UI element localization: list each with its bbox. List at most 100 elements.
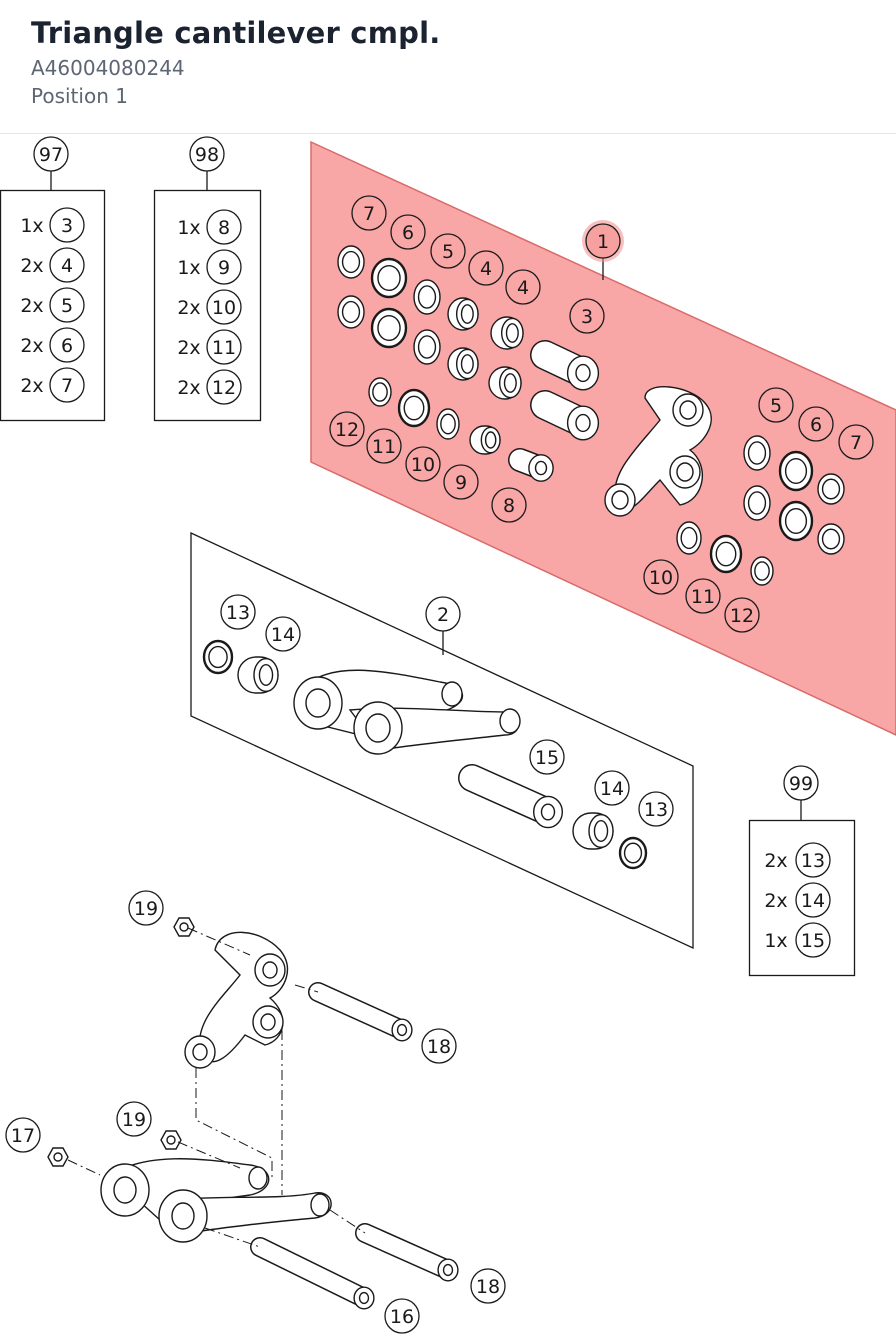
callout-9[interactable]: 9 (443, 464, 479, 500)
callout-label: 2 (437, 604, 449, 626)
callout-label: 6 (810, 414, 822, 436)
kit-id-label: 97 (39, 144, 63, 166)
bushing-part-4 (488, 366, 522, 400)
callout-12[interactable]: 12 (329, 411, 365, 447)
bolt-part-18 (355, 1223, 459, 1282)
callout-label: 15 (535, 747, 559, 769)
kit-item-quantity: 2x (177, 377, 200, 399)
seal-part-13 (618, 836, 648, 870)
sleeve-part-3 (530, 390, 600, 441)
bushing-part-14 (237, 656, 279, 694)
callout-6[interactable]: 6 (798, 406, 834, 442)
kit-callout-99[interactable]: 99 (783, 765, 819, 801)
callout-11[interactable]: 11 (366, 428, 402, 464)
callout-7[interactable]: 7 (838, 424, 874, 460)
callout-label: 4 (480, 258, 492, 280)
kit-item-quantity: 2x (20, 295, 43, 317)
kit-item-number: 4 (61, 255, 73, 277)
callout-12[interactable]: 12 (724, 597, 760, 633)
bushing-part-14 (572, 812, 614, 850)
kit-callout-97[interactable]: 97 (33, 136, 69, 172)
kit-item-number: 13 (801, 850, 825, 872)
callout-label: 12 (335, 419, 359, 441)
diagram-panels (190, 140, 896, 950)
sleeve-part-8 (508, 448, 554, 482)
kit-item-callout[interactable]: 15 (795, 922, 831, 958)
kit-item-callout[interactable]: 8 (206, 209, 242, 245)
ring-part-6 (370, 307, 408, 349)
callout-18[interactable]: 18 (421, 1028, 457, 1064)
kit-item-callout[interactable]: 10 (206, 289, 242, 325)
callout-16[interactable]: 16 (384, 1298, 420, 1334)
callout-8[interactable]: 8 (491, 487, 527, 523)
callout-label: 8 (503, 495, 515, 517)
callout-4[interactable]: 4 (468, 250, 504, 286)
callout-1[interactable]: 1 (582, 220, 624, 262)
callout-10[interactable]: 10 (643, 559, 679, 595)
kit-item-quantity: 2x (20, 255, 43, 277)
kit-item-number: 3 (61, 215, 73, 237)
kit-item-callout[interactable]: 4 (49, 247, 85, 283)
kit-item-callout[interactable]: 3 (49, 207, 85, 243)
kit-item-callout[interactable]: 5 (49, 287, 85, 323)
callout-label: 13 (226, 602, 250, 624)
kit-item-quantity: 2x (764, 850, 787, 872)
callout-2[interactable]: 2 (425, 596, 461, 632)
callout-15[interactable]: 15 (529, 739, 565, 775)
position-label: Position 1 (31, 84, 128, 108)
kit-item-number: 12 (212, 377, 236, 399)
ring-part-6 (370, 257, 408, 299)
bolt-part-16 (250, 1237, 375, 1310)
kit-item-callout[interactable]: 9 (206, 249, 242, 285)
callout-13[interactable]: 13 (220, 594, 256, 630)
kit-item-number: 15 (801, 930, 825, 952)
kit-item-quantity: 2x (764, 890, 787, 912)
seal-part-7 (817, 523, 845, 555)
kit-id-label: 98 (195, 144, 219, 166)
callout-14[interactable]: 14 (594, 770, 630, 806)
kit-item-number: 8 (218, 217, 230, 239)
highlighted-panel-position-1[interactable] (310, 140, 896, 736)
callout-label: 5 (442, 241, 454, 263)
kit-item-callout[interactable]: 12 (206, 369, 242, 405)
kit-id-label: 99 (789, 773, 813, 795)
callout-17[interactable]: 17 (5, 1117, 41, 1153)
seal-part-13 (202, 639, 234, 675)
callout-10[interactable]: 10 (405, 446, 441, 482)
callout-5[interactable]: 5 (430, 233, 466, 269)
callout-label: 19 (134, 898, 158, 920)
callout-label: 3 (581, 306, 593, 328)
kit-callout-98[interactable]: 98 (189, 136, 225, 172)
callout-3[interactable]: 3 (569, 298, 605, 334)
callout-7[interactable]: 7 (351, 195, 387, 231)
kit-item-callout[interactable]: 6 (49, 327, 85, 363)
callout-label: 11 (691, 586, 715, 608)
washer-part-5 (743, 485, 771, 521)
callout-5[interactable]: 5 (758, 387, 794, 423)
kit-item-callout[interactable]: 14 (795, 882, 831, 918)
kit-item-callout[interactable]: 11 (206, 329, 242, 365)
callout-label: 14 (271, 624, 295, 646)
kit-item-quantity: 2x (177, 337, 200, 359)
callout-19[interactable]: 19 (128, 890, 164, 926)
kit-item-callout[interactable]: 7 (49, 367, 85, 403)
callout-4[interactable]: 4 (505, 269, 541, 305)
callout-label: 18 (427, 1036, 451, 1058)
callout-18[interactable]: 18 (470, 1268, 506, 1304)
kit-item-callout[interactable]: 13 (795, 842, 831, 878)
kit-item-quantity: 2x (20, 375, 43, 397)
callout-14[interactable]: 14 (265, 616, 301, 652)
callout-6[interactable]: 6 (390, 214, 426, 250)
kit-item-number: 14 (801, 890, 825, 912)
ring-part-11 (397, 388, 431, 428)
callout-label: 5 (770, 395, 782, 417)
callout-13[interactable]: 13 (638, 791, 674, 827)
callout-11[interactable]: 11 (685, 578, 721, 614)
washer-part-5 (743, 435, 771, 471)
callout-label: 16 (390, 1306, 414, 1328)
diagram-part-drawings (47, 245, 845, 1310)
callout-19[interactable]: 19 (116, 1101, 152, 1137)
